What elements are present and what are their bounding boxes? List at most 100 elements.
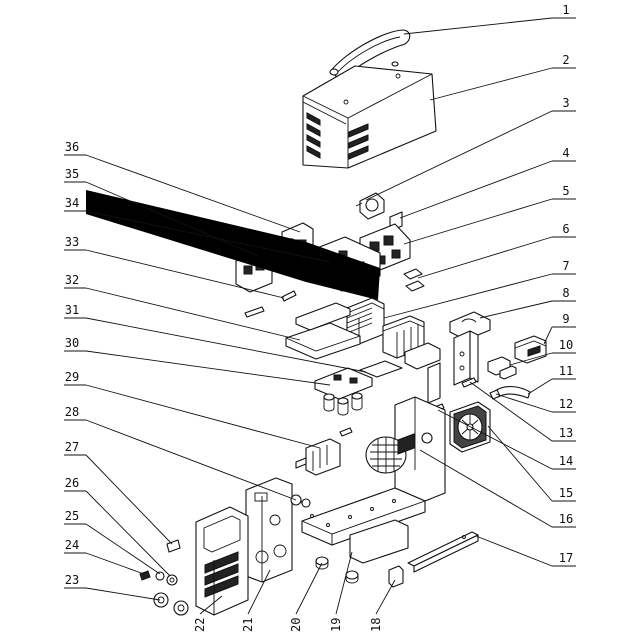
- callout-27: 27: [65, 440, 79, 454]
- callout-12: 12: [559, 397, 573, 411]
- callout-25: 25: [65, 509, 79, 523]
- leader-8: [479, 300, 553, 319]
- leader-23: [85, 587, 161, 601]
- callout-35: 35: [65, 167, 79, 181]
- part-30-capacitor-board: [314, 367, 373, 416]
- callout-7: 7: [562, 259, 569, 273]
- callout-29: 29: [65, 370, 79, 384]
- part-16-back-panel: [365, 396, 446, 502]
- leader-20: [295, 562, 323, 615]
- callout-2: 2: [562, 53, 569, 67]
- callout-16: 16: [559, 512, 573, 526]
- part-19-base: [301, 487, 426, 564]
- leader-7: [383, 273, 553, 319]
- part-27-label: [166, 539, 181, 553]
- leader-10: [509, 352, 553, 366]
- leader-30: [85, 350, 331, 386]
- leader-4: [399, 160, 553, 219]
- callout-4: 4: [562, 146, 569, 160]
- leader-2: [429, 67, 553, 101]
- callout-13: 13: [559, 426, 573, 440]
- leader-13: [469, 381, 553, 442]
- callout-22: 22: [193, 618, 207, 632]
- callout-26: 26: [65, 476, 79, 490]
- leader-34: [85, 210, 331, 263]
- leader-6: [417, 236, 553, 279]
- part-8-rectifier-bracket: [449, 311, 491, 386]
- callout-31: 31: [65, 303, 79, 317]
- callout-18: 18: [369, 618, 383, 632]
- callout-3: 3: [562, 96, 569, 110]
- leader-28: [85, 419, 297, 501]
- part-32-insulator-plate: [285, 302, 361, 360]
- leader-15: [487, 425, 553, 502]
- leader-3: [365, 110, 553, 201]
- part-18-clip: [388, 565, 404, 588]
- part-25-knob: [155, 571, 165, 581]
- callout-34: 34: [65, 196, 79, 210]
- leader-25: [85, 523, 161, 575]
- part-21-front-plate: [245, 477, 293, 583]
- callout-36: 36: [65, 140, 79, 154]
- leader-11: [527, 378, 553, 395]
- leader-29: [85, 384, 321, 449]
- leader-32: [85, 287, 301, 341]
- leader-21: [247, 569, 271, 615]
- part-heatsink-b: [382, 315, 425, 359]
- leader-33: [85, 249, 285, 299]
- part-1-handle: [329, 29, 411, 81]
- part-23-connectors: [153, 592, 189, 616]
- leader-22: [199, 595, 223, 615]
- part-31-plate: [359, 360, 403, 378]
- callout-8: 8: [562, 286, 569, 300]
- callout-28: 28: [65, 405, 79, 419]
- leader-35: [85, 181, 259, 257]
- callout-9: 9: [562, 312, 569, 326]
- callout-30: 30: [65, 336, 79, 350]
- callout-17: 17: [559, 551, 573, 565]
- part-6-terminal: [403, 268, 425, 292]
- leader-5: [403, 198, 553, 245]
- callout-19: 19: [329, 618, 343, 632]
- callout-1: 1: [562, 3, 569, 17]
- part-17-rail: [407, 531, 479, 573]
- leader-17: [475, 535, 553, 567]
- leader-9: [543, 326, 553, 345]
- callout-labels: 1234567891011121314151617363534333231302…: [65, 3, 573, 632]
- part-2-cover: [302, 65, 437, 169]
- part-10-block: [487, 356, 517, 380]
- callout-14: 14: [559, 454, 573, 468]
- leader-1: [403, 17, 553, 35]
- callout-32: 32: [65, 273, 79, 287]
- cover-vents-right: [348, 123, 369, 160]
- part-13-fastener: [461, 377, 477, 388]
- callout-10: 10: [559, 338, 573, 352]
- callout-24: 24: [65, 538, 79, 552]
- leader-16: [419, 449, 553, 528]
- part-12-lug: [489, 389, 501, 400]
- callout-23: 23: [65, 573, 79, 587]
- part-3-potentiometer: [355, 192, 385, 220]
- leader-12: [495, 393, 553, 413]
- part-mid-bracket: [404, 342, 441, 404]
- callout-33: 33: [65, 235, 79, 249]
- part-26-knob: [166, 574, 178, 586]
- callout-6: 6: [562, 222, 569, 236]
- part-28-knob-shaft: [290, 494, 311, 508]
- leader-36: [85, 154, 301, 233]
- part-20-feet: [315, 556, 359, 584]
- leader-14: [437, 409, 553, 470]
- leader-24: [85, 552, 145, 575]
- callout-11: 11: [559, 364, 573, 378]
- callout-20: 20: [289, 618, 303, 632]
- leader-27: [85, 454, 173, 545]
- leader-19: [335, 551, 353, 615]
- part-9-block: [514, 335, 547, 364]
- part-33-fastener: [244, 290, 297, 318]
- callout-15: 15: [559, 486, 573, 500]
- part-11-lead: [494, 386, 531, 399]
- part-24-switch: [139, 570, 151, 581]
- callout-5: 5: [562, 184, 569, 198]
